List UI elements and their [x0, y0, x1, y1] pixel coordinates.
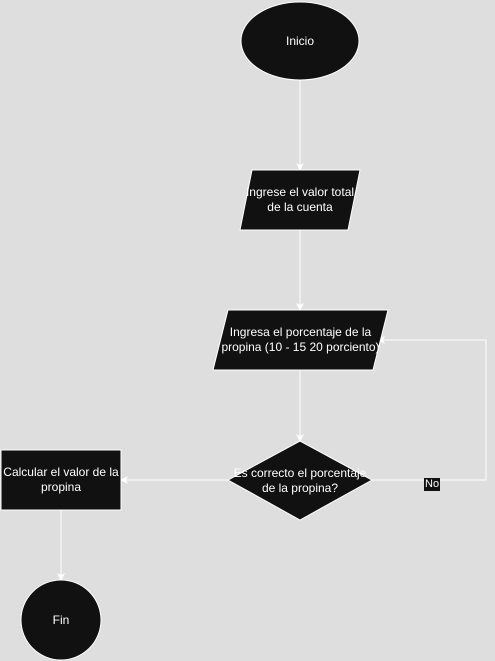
- input-bill-node[interactable]: [239, 169, 361, 231]
- start-node[interactable]: [240, 1, 360, 81]
- input-percent-node[interactable]: [212, 309, 389, 371]
- decision-node[interactable]: [226, 440, 374, 521]
- calculate-node[interactable]: [0, 449, 122, 511]
- connector-decision-no-loop: [372, 336, 487, 481]
- edge-label-no: No: [424, 478, 441, 491]
- end-node[interactable]: [20, 579, 102, 661]
